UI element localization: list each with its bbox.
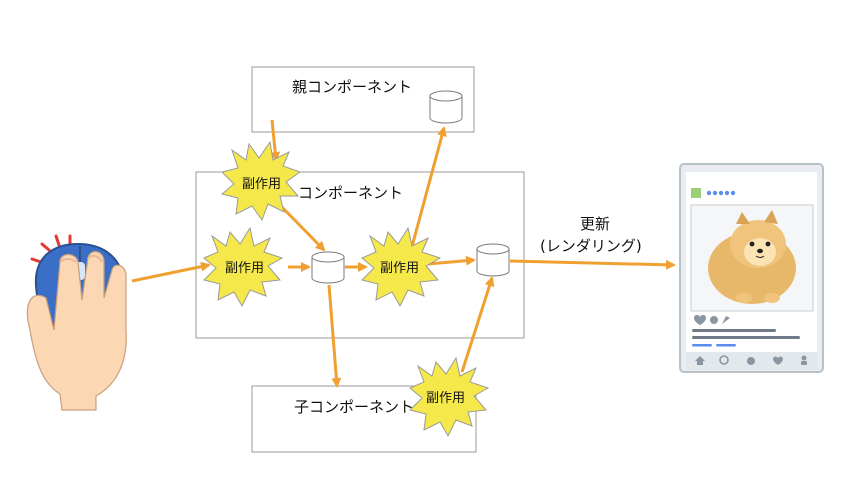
profile-icon <box>801 355 807 361</box>
update-label: 更新 <box>580 215 610 233</box>
hand-clicking-mouse-icon <box>26 234 127 411</box>
hashtag-dots <box>692 344 736 347</box>
component-label: コンポーネント <box>298 184 403 202</box>
pomeranian-dog-icon <box>708 210 796 304</box>
arrow-effect-to-parent-store <box>408 126 447 255</box>
update-sublabel: (レンダリング) <box>540 237 642 255</box>
search-icon <box>719 355 729 365</box>
side-effect-label: 副作用 <box>225 261 264 276</box>
home-icon <box>695 356 705 365</box>
parent-component-label: 親コンポーネント <box>292 78 412 96</box>
arrow-user-to-component <box>131 261 211 283</box>
bottom-navigation-icons <box>695 355 807 365</box>
side-effect-label: 副作用 <box>380 261 419 276</box>
side-effect-burst-top: 副作用 <box>220 140 302 222</box>
child-component-label: 子コンポーネント <box>294 398 414 416</box>
child-component-box: 子コンポーネント <box>251 385 477 453</box>
component-state-store-icon <box>476 243 510 277</box>
profile-avatar-icon <box>691 188 701 198</box>
arrow-child-effect-to-state <box>460 276 495 373</box>
side-effect-label: 副作用 <box>426 391 465 406</box>
side-effect-label: 副作用 <box>242 177 281 192</box>
arrow-effect-to-state <box>427 255 476 266</box>
arrow-state-to-screen <box>509 259 676 270</box>
camera-icon <box>747 357 755 365</box>
side-effect-burst-center: 副作用 <box>361 226 442 308</box>
username-dots-icon <box>706 190 736 196</box>
parent-store-icon <box>429 90 463 124</box>
arrow-parent-down <box>270 119 281 162</box>
arrow-store-to-child <box>327 284 342 388</box>
social-media-phone-screen-icon <box>679 163 824 373</box>
heart-icon <box>773 356 783 365</box>
side-effect-burst-left: 副作用 <box>203 226 284 308</box>
post-action-icons <box>694 314 730 325</box>
side-effect-burst-child: 副作用 <box>409 356 490 438</box>
caption-text-lines <box>692 329 800 339</box>
flow-arrows <box>131 119 676 388</box>
component-input-store-icon <box>311 251 345 284</box>
